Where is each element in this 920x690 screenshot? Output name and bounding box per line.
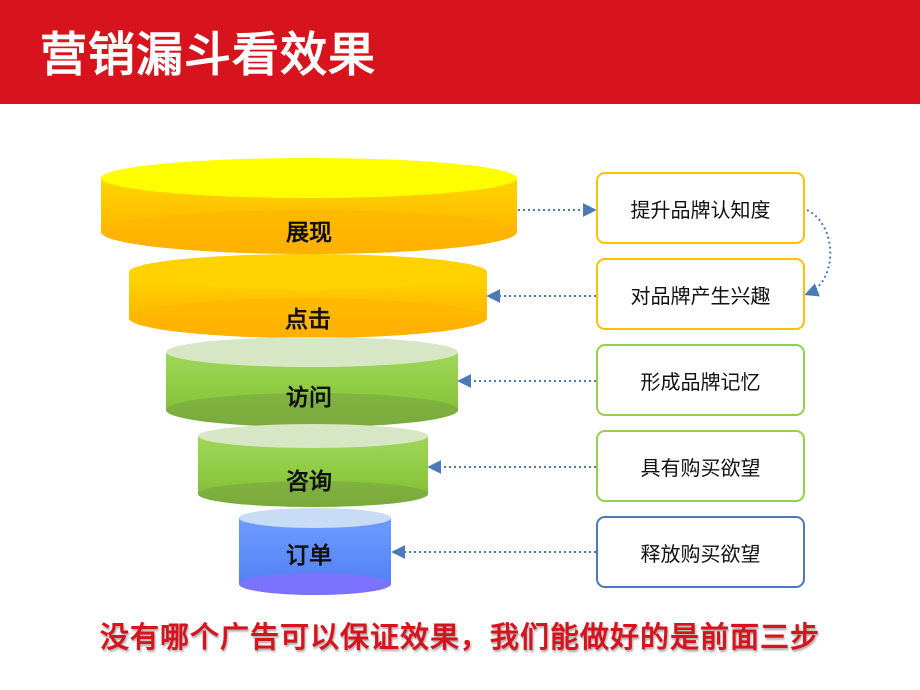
connector-curve: [804, 209, 832, 297]
page-title: 营销漏斗看效果: [40, 28, 376, 83]
effect-box-1: 提升品牌认知度: [596, 172, 805, 244]
effect-box-4: 具有购买欲望: [596, 430, 805, 502]
connectors: [391, 203, 832, 559]
funnel-stage-2: 点击: [129, 254, 487, 338]
title-bar: 营销漏斗看效果: [0, 0, 920, 104]
effect-box-5: 释放购买欲望: [596, 516, 805, 588]
effect-box-3: 形成品牌记忆: [596, 344, 805, 416]
effect-box-2: 对品牌产生兴趣: [596, 258, 805, 330]
stage-label-5: 订单: [286, 543, 332, 569]
funnel-stage-1: 展现: [101, 158, 517, 254]
stage-label-4: 咨询: [286, 468, 332, 495]
stage-label-1: 展现: [286, 220, 332, 246]
stage-label-2: 点击: [285, 307, 331, 333]
stage-label-3: 访问: [286, 385, 332, 411]
funnel-stage-4: 咨询: [198, 424, 428, 507]
funnel-stage-3: 访问: [166, 337, 458, 427]
funnel-stage-5: 订单: [239, 508, 391, 595]
footer-note: 没有哪个广告可以保证效果，我们能做好的是前面三步: [99, 620, 820, 654]
